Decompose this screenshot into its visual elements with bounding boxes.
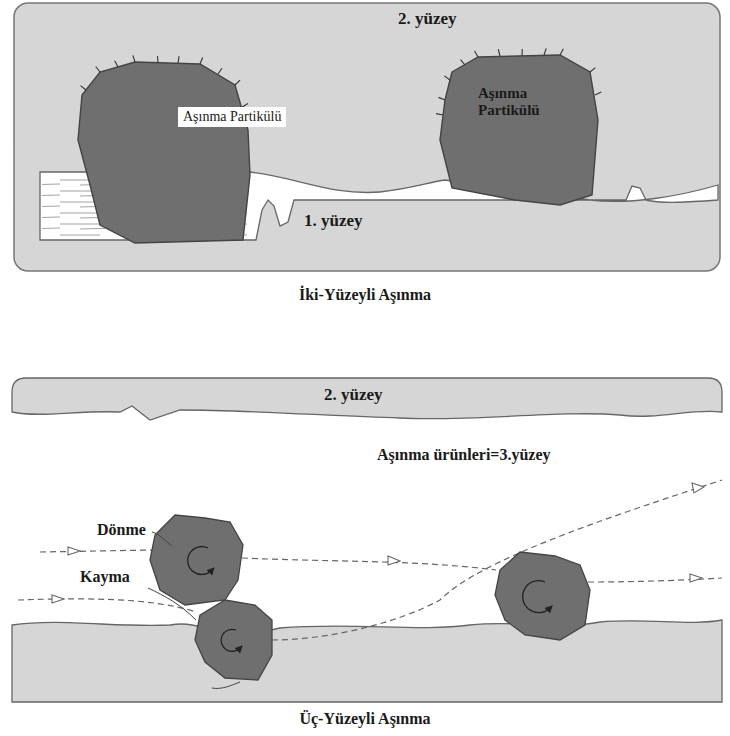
- motion-label: Kayma: [78, 568, 132, 586]
- particle-outline: [78, 62, 250, 243]
- surface-label: 1. yüzey: [302, 212, 365, 231]
- upper-surface: [12, 378, 722, 420]
- caption: İki-Yüzeyli Aşınma: [297, 286, 433, 304]
- surface-label: 2. yüzey: [396, 10, 459, 29]
- flow-arrowheads: [52, 483, 704, 603]
- wear-debris: [150, 515, 590, 680]
- lower-surface: [12, 620, 722, 702]
- particle-label: Aşınma Partikülü: [478, 85, 570, 120]
- motion-label: Dönme: [95, 521, 148, 539]
- particle-label: Aşınma Partikülü: [178, 107, 286, 127]
- particle-outline: [440, 55, 598, 205]
- leader-lines: [148, 532, 240, 688]
- caption: Üç-Yüzeyli Aşınma: [297, 710, 432, 728]
- wear-particle: Aşınma Partikülü: [78, 62, 250, 243]
- particle-shape: [440, 55, 598, 205]
- wear-particle: Aşınma Partikülü: [440, 55, 598, 205]
- flow-lines: [18, 480, 722, 640]
- particle-shape: [78, 62, 250, 243]
- surface-label: 2. yüzey: [322, 386, 385, 405]
- edge-ticks: [81, 55, 249, 107]
- debris-label: Aşınma ürünleri=3.yüzey: [375, 446, 553, 464]
- panel-ground: [14, 3, 720, 271]
- rotation-arrows: [188, 547, 550, 652]
